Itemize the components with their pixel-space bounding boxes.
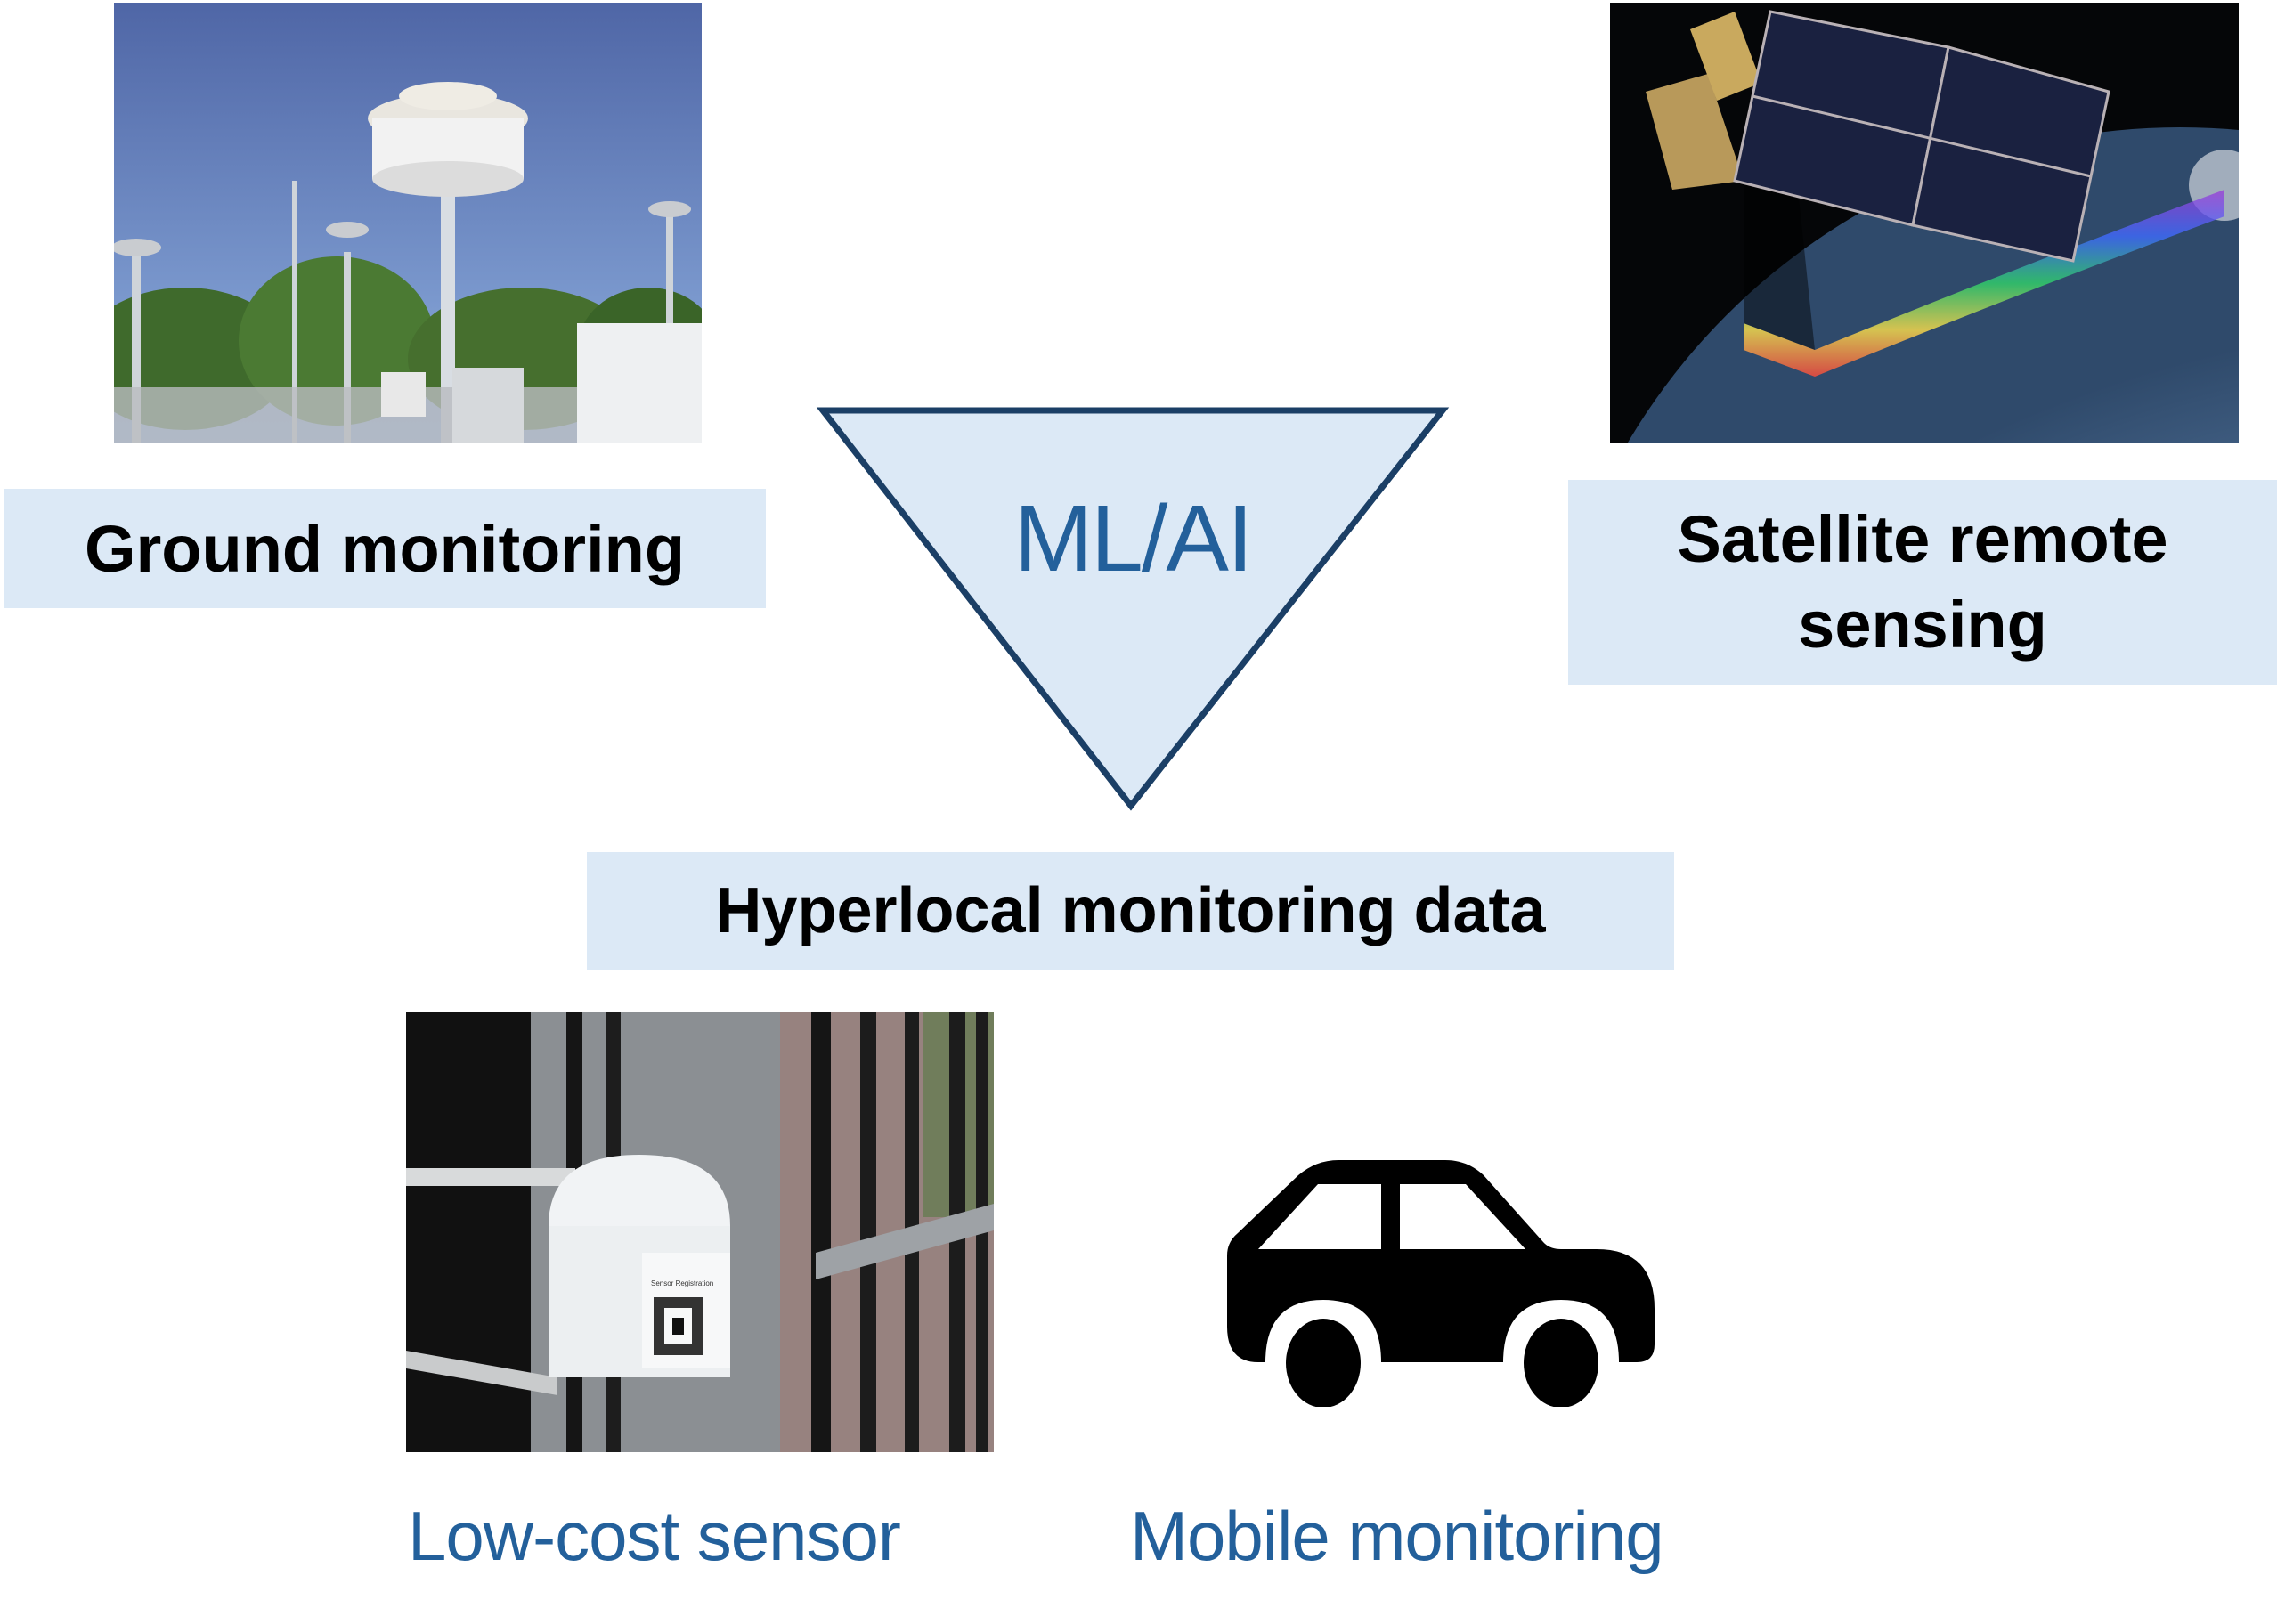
sensor-registration-sticker-text: Sensor Registration [651, 1279, 714, 1287]
ground-monitoring-photo [114, 3, 702, 443]
mobile-monitoring-label: Mobile monitoring [1130, 1497, 1664, 1575]
ml-ai-triangle: ML/AI [812, 405, 1453, 815]
satellite-label-line-2: sensing [1798, 588, 2047, 662]
satellite-remote-sensing-label-box: Satellite remote sensing [1568, 480, 2277, 685]
car-icon [1218, 1157, 1722, 1407]
satellite-label-line-1: Satellite remote [1677, 502, 2168, 576]
satellite-remote-sensing-photo [1610, 3, 2239, 443]
hyperlocal-data-label: Hyperlocal monitoring data [715, 875, 1546, 946]
low-cost-sensor-photo: Sensor Registration [406, 1012, 994, 1452]
low-cost-sensor-label: Low-cost sensor [408, 1497, 901, 1575]
ml-ai-label: ML/AI [1013, 486, 1254, 591]
triangle-shape [816, 407, 1450, 811]
hyperlocal-data-label-box: Hyperlocal monitoring data [587, 852, 1674, 970]
ground-monitoring-label: Ground monitoring [84, 511, 686, 586]
ground-monitoring-label-box: Ground monitoring [4, 489, 766, 608]
